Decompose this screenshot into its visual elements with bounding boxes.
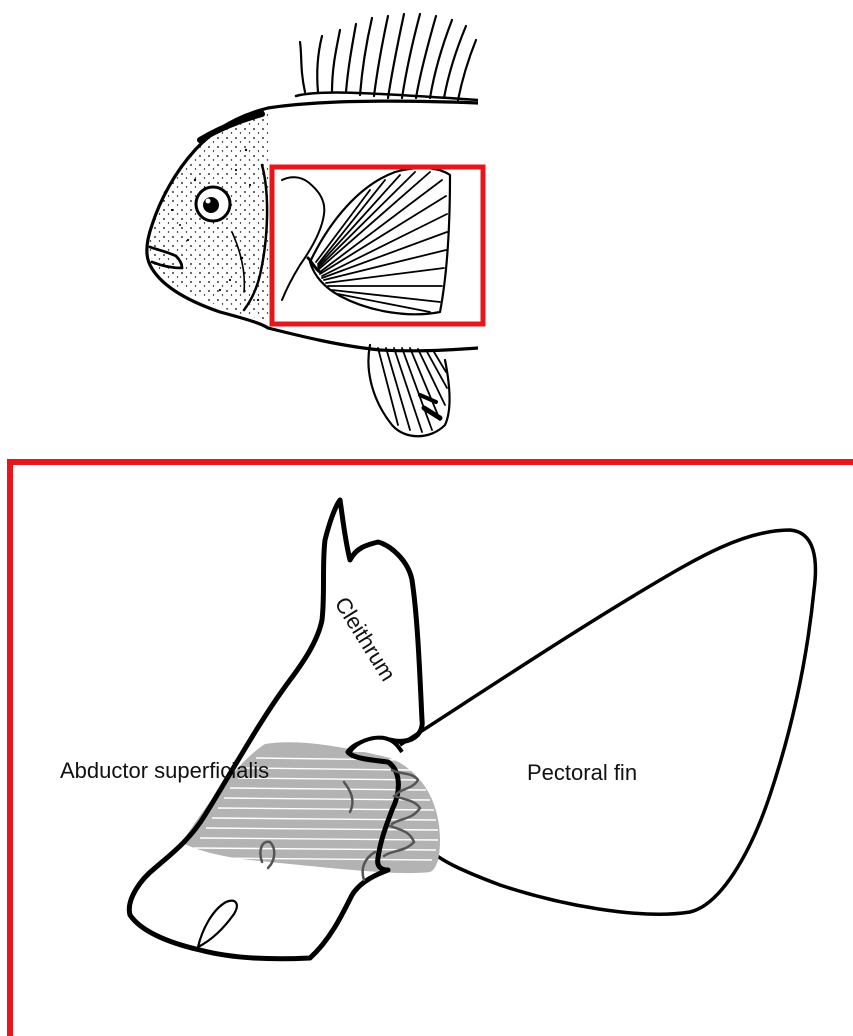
cleithrum-outline (129, 500, 422, 959)
label-cleithrum: Cleithrum (330, 592, 401, 685)
fish-illustration (147, 14, 478, 436)
label-pectoral-fin: Pectoral fin (527, 760, 637, 785)
pectoral-fin-sketch (308, 168, 450, 314)
dorsal-fin (296, 14, 478, 100)
pelvic-fin-sketch (368, 345, 449, 436)
cleithrum-sketch (282, 177, 324, 300)
fish-eye-inner (203, 197, 219, 213)
foramen (198, 901, 237, 947)
pectoral-girdle-detail: Cleithrum Abductor superficialis Pectora… (60, 500, 815, 959)
pectoral-fin-outline (400, 530, 815, 914)
label-abductor: Abductor superficialis (60, 758, 269, 783)
